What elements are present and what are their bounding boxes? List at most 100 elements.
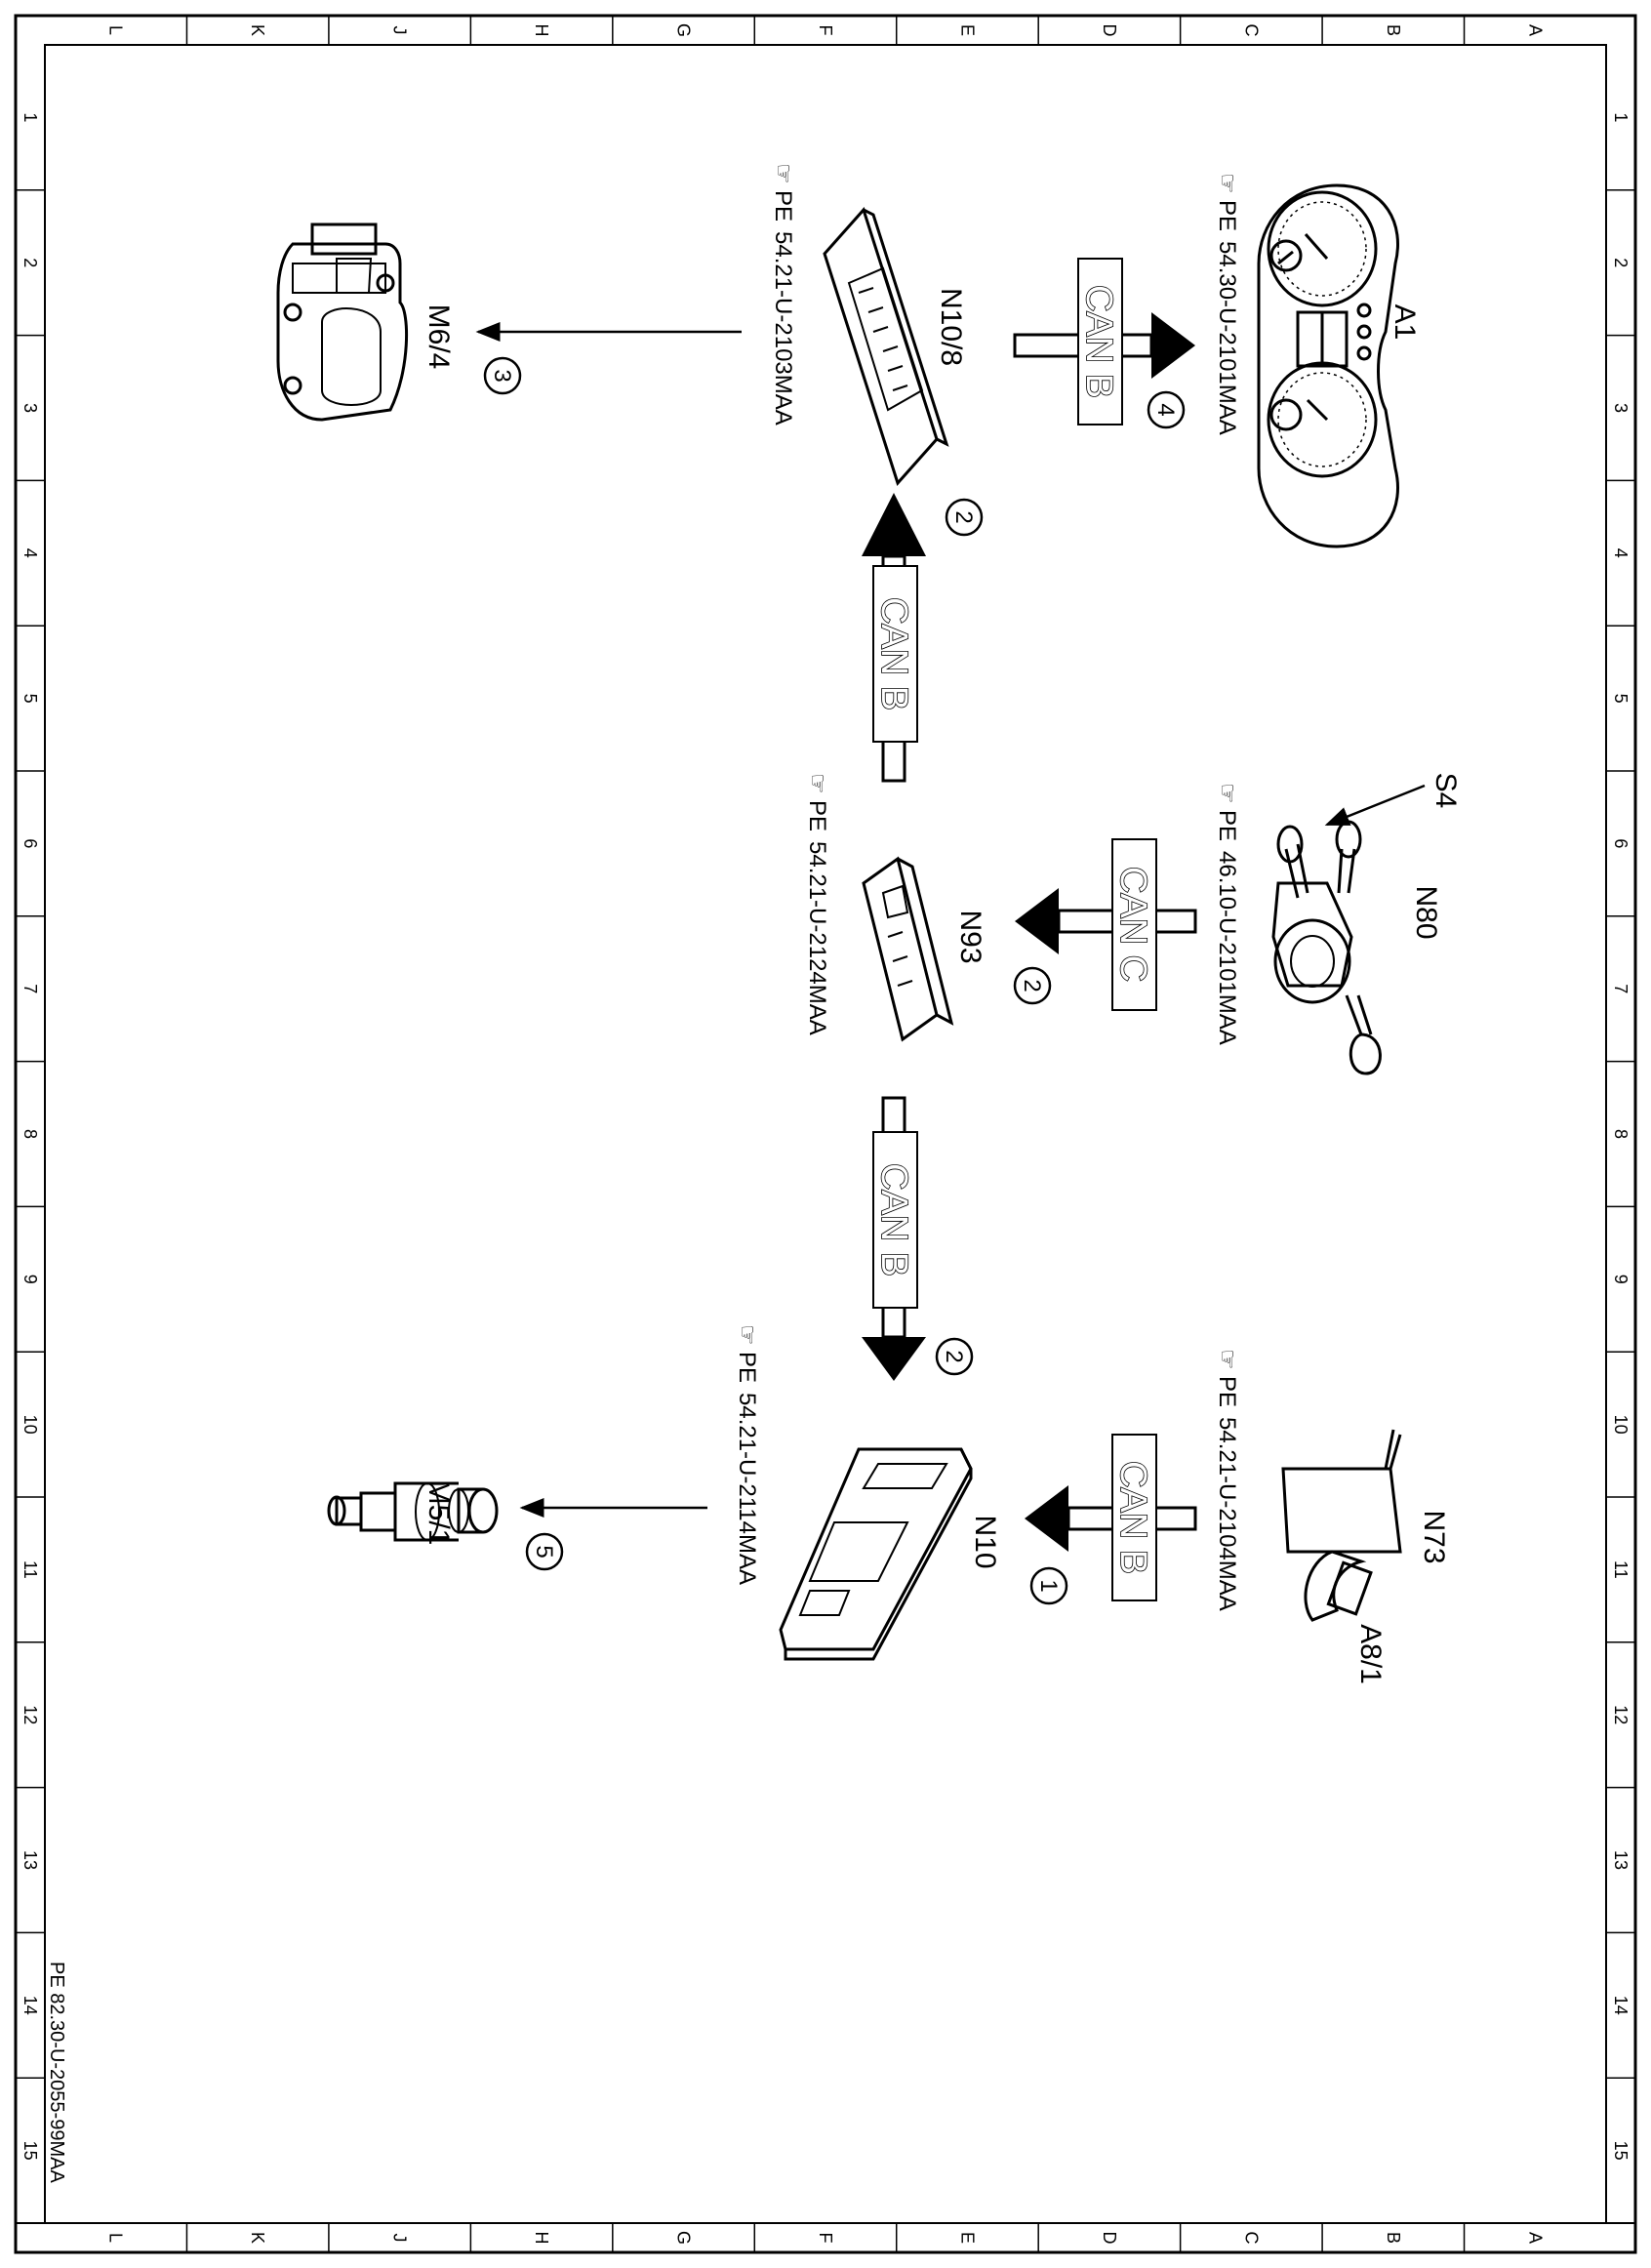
bus-label: CAN B xyxy=(873,1163,914,1276)
ruler-column-label: K xyxy=(248,24,267,36)
control-module-n10-8-icon xyxy=(823,207,949,486)
ruler-row-label: 7 xyxy=(20,984,40,993)
ruler-column-label: B xyxy=(1384,24,1403,36)
label-a8-1: A8/1 xyxy=(1354,1624,1387,1684)
ruler-row-label: 12 xyxy=(1611,1705,1631,1724)
ruler-column-label: D xyxy=(1100,24,1119,37)
label-n10: N10 xyxy=(969,1515,1001,1568)
ruler-row-label: 7 xyxy=(1611,984,1631,993)
ruler-column-label: J xyxy=(390,2234,410,2243)
instrument-cluster-icon xyxy=(1257,183,1399,548)
ruler-column-label: K xyxy=(248,2232,267,2244)
ruler-row-label: 3 xyxy=(20,403,40,413)
ruler-row-label: 4 xyxy=(20,548,40,558)
label-n73: N73 xyxy=(1418,1510,1450,1563)
ruler-column-label: F xyxy=(816,25,835,36)
bus-label: CAN B xyxy=(873,597,914,710)
ruler-row-label: 9 xyxy=(1611,1275,1631,1284)
step-number: 2 xyxy=(1019,979,1045,992)
ruler-row-label: 10 xyxy=(20,1415,40,1435)
ruler-row-label: 15 xyxy=(20,2141,40,2161)
hand-pointer-icon: ☞ xyxy=(1214,783,1240,804)
step-number: 2 xyxy=(950,510,977,523)
ruler-row-label: 15 xyxy=(1611,2141,1631,2161)
ref-n93-code: 54.21-U-2124MAA xyxy=(804,841,830,1035)
steering-column-module-n80-icon xyxy=(1271,820,1382,1075)
ref-n10-prefix: PE xyxy=(734,1352,760,1383)
ref-n73-code: 54.21-U-2104MAA xyxy=(1214,1417,1240,1611)
ruler-row-label: 13 xyxy=(20,1850,40,1870)
ruler-row-label: 2 xyxy=(20,258,40,267)
hand-pointer-icon: ☞ xyxy=(770,163,796,184)
ignition-switch-n73-icon xyxy=(1281,1429,1402,1622)
step-circle-m6-4 xyxy=(483,356,522,395)
ruler-row-label: 8 xyxy=(20,1129,40,1139)
ruler-column-label: J xyxy=(390,26,410,35)
drawing-number: PE 82.30-U-2055-99MAA xyxy=(46,1962,67,2183)
ruler-column-label: F xyxy=(816,2233,835,2244)
ruler-column-label: E xyxy=(957,2232,977,2244)
drawing-frame xyxy=(14,14,1637,2254)
hand-pointer-icon: ☞ xyxy=(1214,173,1240,194)
ruler-column-label: L xyxy=(106,25,126,35)
label-m6-4: M6/4 xyxy=(423,304,455,370)
ref-n93: ☞ PE 54.21-U-2124MAA xyxy=(804,773,830,1035)
ref-n73: ☞ PE 54.21-U-2104MAA xyxy=(1214,1349,1240,1611)
ruler-row-label: 1 xyxy=(1611,112,1631,122)
step-number-m6-4: 3 xyxy=(489,369,515,382)
motor-m6-4-icon xyxy=(276,223,408,422)
ruler-row-label: 13 xyxy=(1611,1850,1631,1870)
ref-a1: ☞ PE 54.30-U-2101MAA xyxy=(1214,173,1240,435)
ref-n93-prefix: PE xyxy=(804,800,830,831)
ruler-row-label: 14 xyxy=(1611,1996,1631,2015)
ruler-row-label: 5 xyxy=(1611,694,1631,704)
label-m5-1: M5/1 xyxy=(423,1480,455,1546)
bus-can-b-n73-to-n10: CAN B 1 xyxy=(1025,1434,1197,1605)
bus-label: CAN B xyxy=(1078,285,1119,398)
ruler-column-label: E xyxy=(957,24,977,36)
actuator-m5-1-icon xyxy=(327,1481,499,1542)
ruler-row-label: 14 xyxy=(20,1996,40,2015)
ref-n80: ☞ PE 46.10-U-2101MAA xyxy=(1214,783,1240,1045)
ref-n80-prefix: PE xyxy=(1214,810,1240,841)
step-circle-m5-1 xyxy=(525,1532,564,1571)
ruler-row-label: 6 xyxy=(20,838,40,848)
ruler-column-label: D xyxy=(1100,2232,1119,2245)
label-n10-8: N10/8 xyxy=(935,288,967,366)
ruler-column-label: C xyxy=(1241,2232,1261,2245)
ruler-column-label: H xyxy=(532,24,551,37)
step-number: 1 xyxy=(1035,1579,1062,1592)
ruler-row-label: 12 xyxy=(20,1705,40,1724)
hand-pointer-icon: ☞ xyxy=(734,1324,760,1346)
ruler-column-label: L xyxy=(106,2233,126,2243)
ruler-column-label: H xyxy=(532,2232,551,2245)
ruler-column-label: G xyxy=(674,23,694,37)
ruler-row-label: 6 xyxy=(1611,838,1631,848)
label-s4: S4 xyxy=(1430,773,1462,809)
ruler-column-label: B xyxy=(1384,2232,1403,2244)
ref-n10-code: 54.21-U-2114MAA xyxy=(734,1393,760,1585)
ruler-row-label: 11 xyxy=(20,1560,40,1579)
ruler-row-label: 1 xyxy=(20,112,40,122)
s4-leader-arrow xyxy=(1324,784,1426,827)
bus-can-b-n10-8-to-a1: CAN B 4 xyxy=(1013,258,1195,429)
step-number-m5-1: 5 xyxy=(531,1545,557,1558)
ruler-row-label: 8 xyxy=(1611,1129,1631,1139)
hand-pointer-icon: ☞ xyxy=(1214,1349,1240,1370)
ruler-row-label: 3 xyxy=(1611,403,1631,413)
ref-n73-prefix: PE xyxy=(1214,1376,1240,1407)
ruler-row-label: 9 xyxy=(20,1275,40,1284)
ref-n80-code: 46.10-U-2101MAA xyxy=(1214,851,1240,1045)
bus-can-c-n80-to-n93: CAN C 2 xyxy=(1013,838,1197,1011)
ruler-column-label: G xyxy=(674,2231,694,2245)
ref-n10: ☞ PE 54.21-U-2114MAA xyxy=(734,1324,760,1585)
ruler-row-label: 4 xyxy=(1611,548,1631,558)
bus-label: CAN B xyxy=(1112,1461,1153,1574)
ref-a1-prefix: PE xyxy=(1214,200,1240,231)
bus-label: CAN C xyxy=(1112,867,1153,982)
ref-n10-8: ☞ PE 54.21-U-2103MAA xyxy=(770,163,796,425)
bus-can-b-n93-to-n10-8: CAN B 2 xyxy=(862,493,984,783)
control-module-n10-icon xyxy=(779,1447,973,1661)
